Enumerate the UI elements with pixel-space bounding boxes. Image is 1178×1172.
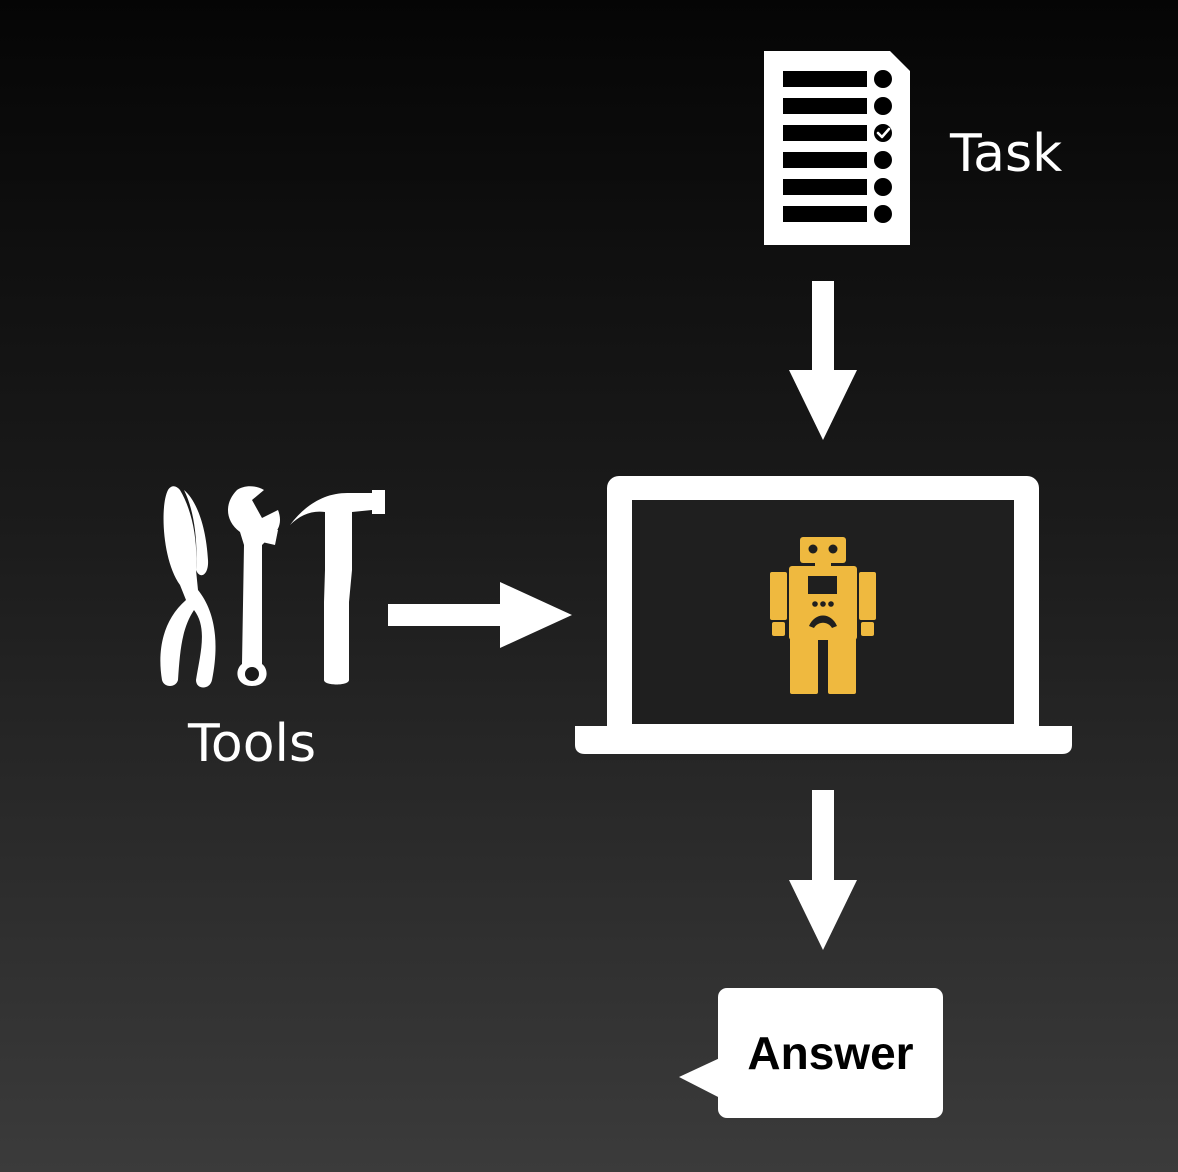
checklist-document-icon [764,51,910,245]
checkmark-icon [876,127,891,139]
arrow-right-icon [388,582,572,648]
pliers-wrench-hammer-icon [160,486,385,688]
arrow-down-icon [789,281,857,440]
tools-label: Tools [188,714,317,774]
answer-bubble [679,988,943,1118]
task-label: Task [950,124,1063,184]
robot-icon [770,537,876,694]
wrench-icon [227,486,280,686]
hammer-icon [290,490,385,685]
pliers-icon [160,486,216,688]
answer-label: Answer [747,1027,914,1079]
arrow-down-icon [789,790,857,950]
